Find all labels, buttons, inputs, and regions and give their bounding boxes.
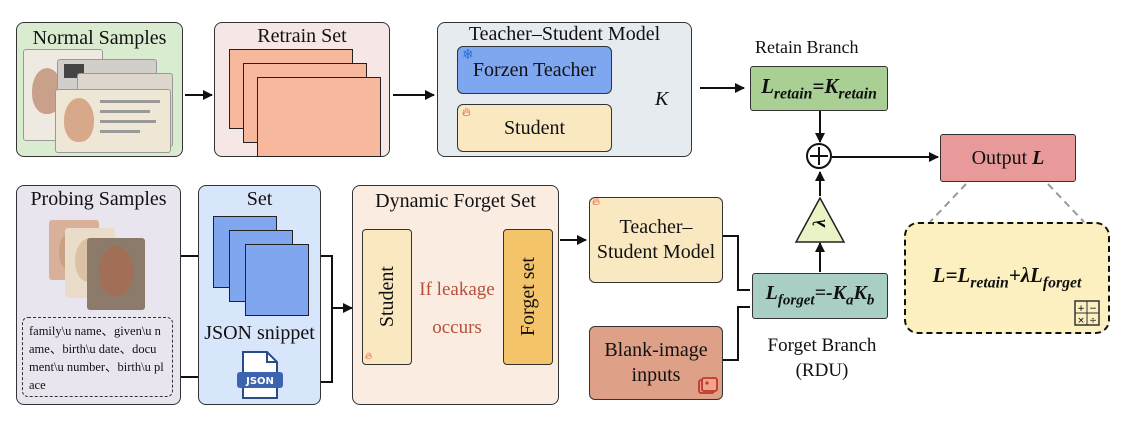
- id-card-image: [55, 89, 171, 153]
- normal-samples-title: Normal Samples: [32, 27, 167, 49]
- forget-formula-box: Lforget=-KaKb: [752, 273, 888, 319]
- fields-text: family\u name、given\u name、birth\u date、…: [29, 324, 164, 393]
- svg-text:−: −: [1089, 304, 1097, 314]
- set-title: Set: [246, 188, 273, 210]
- frozen-teacher-label: Forzen Teacher: [472, 58, 597, 81]
- ts-model-top-title: Teacher–Student Model: [468, 23, 661, 45]
- blank-inputs-box: Blank-image inputs: [589, 326, 723, 400]
- snowflake-icon: ❄: [462, 48, 474, 63]
- dynamic-forget-title: Dynamic Forget Set: [375, 190, 536, 212]
- svg-text:×: ×: [1077, 316, 1085, 326]
- forget-set-box: Forget set: [503, 229, 553, 365]
- forget-branch-label: Forget Branch (RDU): [752, 334, 892, 383]
- frozen-teacher-box: ❄ Forzen Teacher: [457, 46, 612, 94]
- json-file-icon: JSON: [237, 351, 283, 399]
- retrain-sheet: [257, 77, 381, 157]
- flame-icon: 🔥︎: [365, 351, 373, 362]
- link-blank-to-forget: [723, 306, 750, 361]
- total-loss-formula: L=Lretain+λLforget: [932, 263, 1082, 292]
- forget-branch-label2: (RDU): [795, 359, 849, 381]
- json-snippet-label: JSON snippet: [204, 322, 315, 344]
- retain-rhs: K: [824, 73, 839, 98]
- ts-model-bottom-label2: Student Model: [596, 241, 716, 263]
- output-box: Output L: [940, 134, 1076, 182]
- retrain-set-title: Retrain Set: [257, 25, 347, 47]
- blank-inputs-label2: inputs: [631, 364, 681, 386]
- forget-branch-label1: Forget Branch: [767, 335, 877, 356]
- set-panel: Set JSON snippet JSON: [198, 185, 321, 405]
- svg-text:+: +: [1077, 304, 1085, 314]
- leakage-text-line1: If leakage: [419, 279, 495, 300]
- sum-node-icon: [806, 143, 832, 169]
- json-badge-text: JSON: [245, 376, 274, 387]
- k-link-label: K: [654, 88, 670, 111]
- retain-branch-label: Retain Branch: [755, 37, 859, 57]
- ts-model-bottom-box: 🔥︎ Teacher– Student Model: [589, 196, 723, 283]
- forget-set-label: Forget set: [516, 257, 539, 337]
- leakage-text: If leakage occurs: [412, 279, 502, 339]
- ts-model-bottom-label1: Teacher–: [619, 216, 693, 238]
- lambda-symbol: λ: [809, 219, 829, 228]
- callout-line-right: [1047, 183, 1085, 223]
- student-box-top: 🔥︎ Student: [457, 104, 612, 152]
- image-icon: [698, 377, 718, 394]
- retain-eq: =: [812, 73, 825, 98]
- retain-formula-box: Lretain=Kretain: [750, 66, 888, 111]
- output-symbol: L: [1032, 146, 1045, 169]
- retrain-set-panel: Retrain Set: [214, 22, 390, 157]
- normal-samples-panel: Normal Samples: [16, 22, 183, 157]
- callout-line-left: [929, 183, 967, 223]
- retain-rhs-sub: retain: [838, 85, 877, 103]
- student-label-dynamic: Student: [375, 266, 398, 328]
- probing-samples-title: Probing Samples: [30, 188, 167, 210]
- flame-icon: 🔥︎: [592, 196, 601, 208]
- retain-lhs: L: [761, 73, 774, 98]
- forget-formula: Lforget=-KaKb: [765, 282, 875, 309]
- svg-text:÷: ÷: [1089, 316, 1097, 326]
- student-label-top: Student: [503, 116, 566, 139]
- leakage-text-line2: occurs: [432, 316, 482, 338]
- lambda-triangle: λ: [794, 196, 846, 243]
- probing-samples-panel: Probing Samples family\u name、given\u na…: [16, 185, 181, 405]
- link-ts-to-forget: [723, 235, 750, 291]
- output-label: Output: [971, 146, 1033, 169]
- blank-inputs-label1: Blank-image: [604, 339, 708, 361]
- student-box-dynamic: Student 🔥︎: [362, 229, 412, 365]
- retain-lhs-sub: retain: [773, 85, 813, 103]
- set-document: [245, 244, 309, 316]
- calculator-icon: + − × ÷: [1074, 300, 1100, 326]
- total-loss-box: L=Lretain+λLforget + − × ÷: [904, 222, 1110, 334]
- flame-icon: 🔥︎: [462, 105, 471, 119]
- fields-dashed-box: family\u name、given\u name、birth\u date、…: [22, 317, 173, 397]
- merge-set-bottom: [318, 308, 333, 383]
- face-photo: [87, 238, 145, 310]
